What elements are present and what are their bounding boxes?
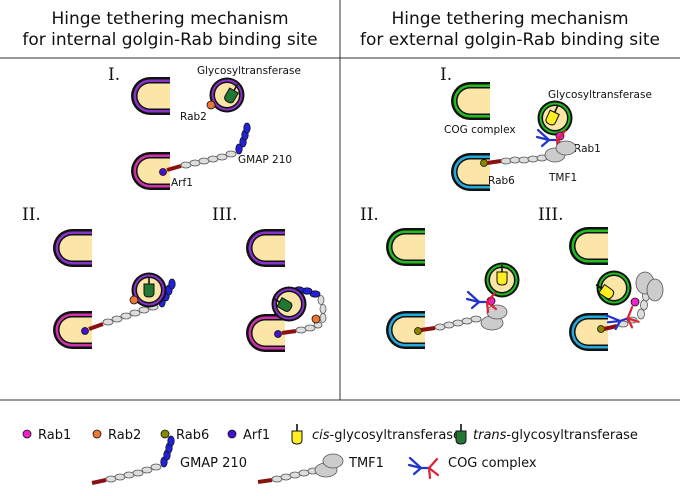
- step-label-left-3: III.: [212, 205, 238, 225]
- legend-trans-rest: -glycosyltransferase: [506, 428, 638, 443]
- legend-cis-glycosyltransferase-icon: [291, 423, 303, 445]
- legend-rab1-dot: [22, 429, 32, 439]
- arf1-dot: [159, 168, 167, 176]
- label-rab6: Rab6: [488, 175, 515, 187]
- legend-cis-rest: -glycosyltransferase: [330, 428, 462, 443]
- rab2-dot: [206, 100, 216, 110]
- left-title-line2: for internal golgin-Rab binding site: [22, 30, 317, 50]
- legend-cog-label: COG complex: [448, 456, 537, 471]
- tmf1-protein: [603, 271, 664, 331]
- label-cog-complex: COG complex: [444, 124, 516, 136]
- label-gmap210: GMAP 210: [238, 154, 292, 166]
- rab6-dot: [414, 327, 422, 335]
- golgi-cisterna: [569, 227, 608, 265]
- legend-tmf1-label: TMF1: [348, 456, 384, 471]
- step-label-left-1: I.: [108, 65, 120, 85]
- legend-trans-italic: trans: [473, 428, 507, 443]
- golgi-cisterna: [53, 229, 92, 267]
- label-rab2: Rab2: [180, 111, 207, 123]
- legend-trans-label: trans-glycosyltransferase: [473, 428, 638, 443]
- rab2-dot: [129, 295, 139, 305]
- right-panel: I. Glycosyltransferase Rab1 COG complex …: [360, 65, 664, 351]
- right-title-line1: Hinge tethering mechanism: [391, 9, 628, 29]
- step-label-right-1: I.: [440, 65, 452, 85]
- legend-cis-label: cis-glycosyltransferase: [312, 428, 461, 443]
- legend-rab2-dot: [92, 429, 102, 439]
- cog-complex: [604, 304, 641, 336]
- legend-rab6-label: Rab6: [176, 428, 209, 443]
- legend-tmf1-icon: [257, 453, 344, 484]
- step-label-left-2: II.: [22, 205, 41, 225]
- gmap210-protein: [166, 122, 251, 172]
- rab2-dot: [311, 314, 321, 324]
- label-glycosyltransferase-right: Glycosyltransferase: [548, 89, 652, 101]
- label-glycosyltransferase: Glycosyltransferase: [197, 65, 301, 77]
- legend-trans-glycosyltransferase-icon: [455, 423, 467, 445]
- label-tmf1: TMF1: [548, 172, 577, 184]
- tmf1-protein: [486, 140, 577, 165]
- legend: Rab1 Rab2 Rab6 Arf1 cis-glycosyltransfer…: [22, 423, 638, 485]
- golgi-cisterna: [451, 82, 490, 120]
- arf1-dot: [274, 330, 282, 338]
- legend-gmap210-icon: [91, 435, 175, 485]
- tmf1-protein: [420, 304, 508, 332]
- golgi-cisterna: [246, 229, 285, 267]
- left-title-line1: Hinge tethering mechanism: [51, 9, 288, 29]
- legend-rab2-label: Rab2: [108, 428, 141, 443]
- golgi-cisterna: [386, 228, 425, 266]
- legend-cis-italic: cis: [312, 428, 330, 443]
- rab6-dot: [597, 325, 605, 333]
- legend-arf1-dot: [227, 429, 237, 439]
- arf1-dot: [81, 327, 89, 335]
- right-title-line2: for external golgin-Rab binding site: [360, 30, 660, 50]
- step-label-right-2: II.: [360, 205, 379, 225]
- rab6-dot: [480, 159, 488, 167]
- legend-rab6-dot: [160, 429, 170, 439]
- label-arf1: Arf1: [171, 177, 193, 189]
- legend-cog-complex-icon: [407, 456, 440, 480]
- golgi-cisterna: [131, 77, 170, 115]
- golgi-cisterna: [451, 153, 490, 191]
- rab1-dot: [630, 297, 640, 307]
- legend-gmap210-label: GMAP 210: [180, 456, 247, 471]
- left-panel: I. Glycosyltransferase Rab2 Arf1 GMAP 21…: [22, 65, 327, 352]
- label-rab1: Rab1: [574, 143, 601, 155]
- step-label-right-3: III.: [538, 205, 564, 225]
- legend-arf1-label: Arf1: [243, 428, 270, 443]
- legend-rab1-label: Rab1: [38, 428, 71, 443]
